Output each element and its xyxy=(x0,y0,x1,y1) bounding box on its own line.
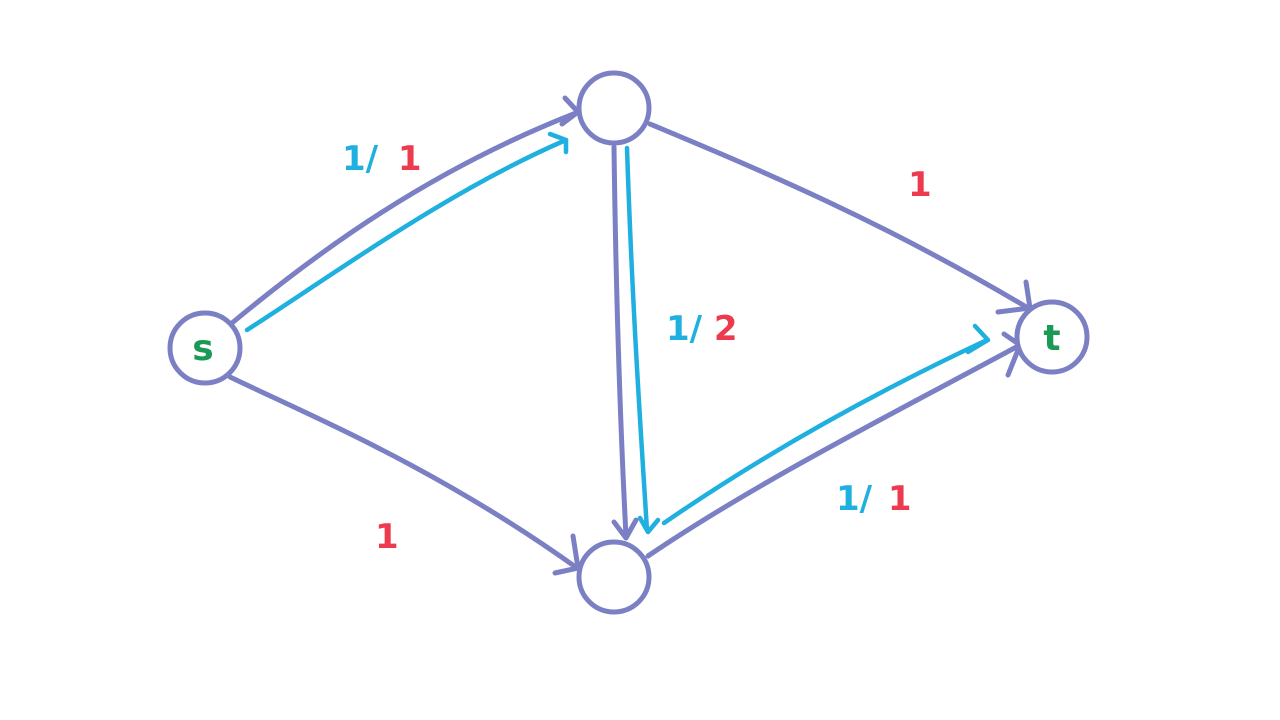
node-s: s xyxy=(167,310,243,386)
node-bottom-circle xyxy=(576,539,652,615)
flow-arrowhead-top-bottom xyxy=(637,515,661,535)
node-s-label: s xyxy=(192,328,213,369)
node-t-circle xyxy=(1014,299,1090,375)
capacity-value-bottom-t: 1 xyxy=(888,479,912,519)
flow-bottom-t xyxy=(661,337,990,526)
flow-arrowhead-bottom-t xyxy=(965,323,991,355)
node-s-circle xyxy=(167,310,243,386)
flow-s-top xyxy=(244,137,569,333)
edge-label-s-bottom: 1 xyxy=(375,517,399,557)
edge-top-bottom xyxy=(611,144,629,539)
edge-bottom-t xyxy=(645,342,1023,559)
node-top-circle xyxy=(576,70,652,146)
flow-value-bottom-t: 1/ xyxy=(836,479,873,519)
edge-label-top-bottom: 1/ 2 xyxy=(666,309,738,349)
node-top xyxy=(576,70,652,146)
capacity-value-s-top: 1 xyxy=(398,139,422,179)
node-t-label: t xyxy=(1043,318,1060,359)
arrowhead-top-bottom xyxy=(611,517,639,541)
edge-top-t xyxy=(647,121,1031,311)
flow-value-top-bottom: 1/ xyxy=(666,309,703,349)
capacity-value-top-bottom: 2 xyxy=(714,309,738,349)
edge-label-s-top: 1/ 1 xyxy=(342,139,422,179)
arrowhead-s-top xyxy=(559,95,581,127)
flow-top-bottom xyxy=(624,145,650,533)
flow-arrowhead-s-top xyxy=(547,131,569,155)
edge-label-bottom-t: 1/ 1 xyxy=(836,479,912,519)
edge-label-top-t: 1 xyxy=(908,165,932,205)
edge-s-bottom xyxy=(227,374,580,571)
node-t: t xyxy=(1014,299,1090,375)
node-bottom xyxy=(576,539,652,615)
flow-value-s-top: 1/ xyxy=(342,139,379,179)
edge-s-top xyxy=(229,110,579,326)
